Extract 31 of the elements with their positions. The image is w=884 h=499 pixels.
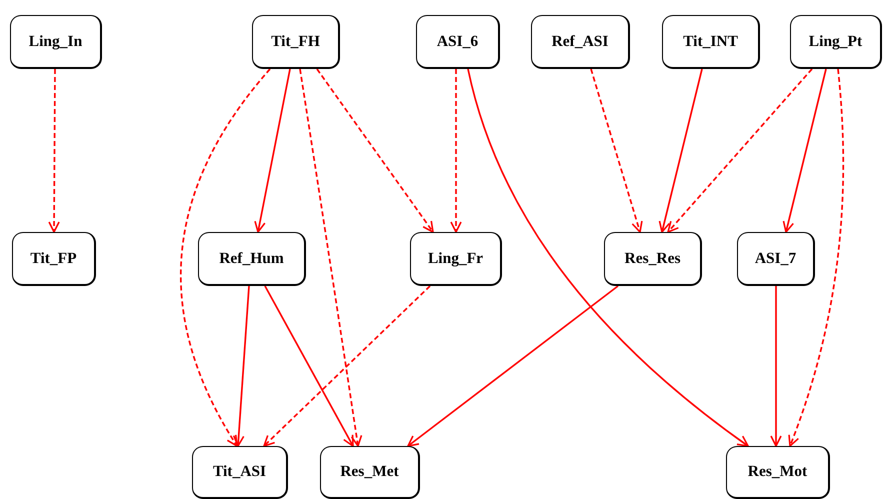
rounded-box: Res_Met	[320, 446, 420, 499]
rounded-box: Ref_Hum	[198, 232, 306, 286]
arrow	[450, 69, 462, 233]
arrow	[264, 286, 354, 447]
arrow	[788, 68, 844, 447]
arrow	[232, 286, 250, 447]
rounded-box: Ling_Pt	[790, 15, 882, 69]
arrow	[316, 68, 434, 233]
arrow	[263, 285, 431, 447]
arrow	[180, 68, 271, 447]
arrow	[658, 68, 703, 233]
arrow	[782, 68, 827, 233]
arrow	[590, 68, 643, 233]
rounded-box: Ref_ASI	[531, 15, 630, 69]
arrow	[48, 69, 60, 233]
arrow	[667, 68, 813, 233]
arrow	[299, 68, 362, 447]
arrow	[467, 68, 749, 447]
rounded-box: Tit_INT	[662, 15, 760, 69]
rounded-box: Tit_FH	[252, 15, 340, 69]
rounded-box: Ling_Fr	[410, 232, 502, 286]
arrow	[254, 68, 291, 233]
arrow	[407, 285, 619, 447]
rounded-box: ASI_6	[416, 15, 500, 69]
rounded-box: Res_Res	[604, 232, 702, 286]
rounded-box: ASI_7	[737, 232, 815, 286]
rounded-box: Res_Mot	[726, 446, 830, 499]
arrow	[770, 286, 782, 447]
rounded-box: Ling_In	[10, 15, 102, 69]
rounded-box: Tit_FP	[12, 232, 96, 286]
rounded-box: Tit_ASI	[192, 446, 288, 499]
